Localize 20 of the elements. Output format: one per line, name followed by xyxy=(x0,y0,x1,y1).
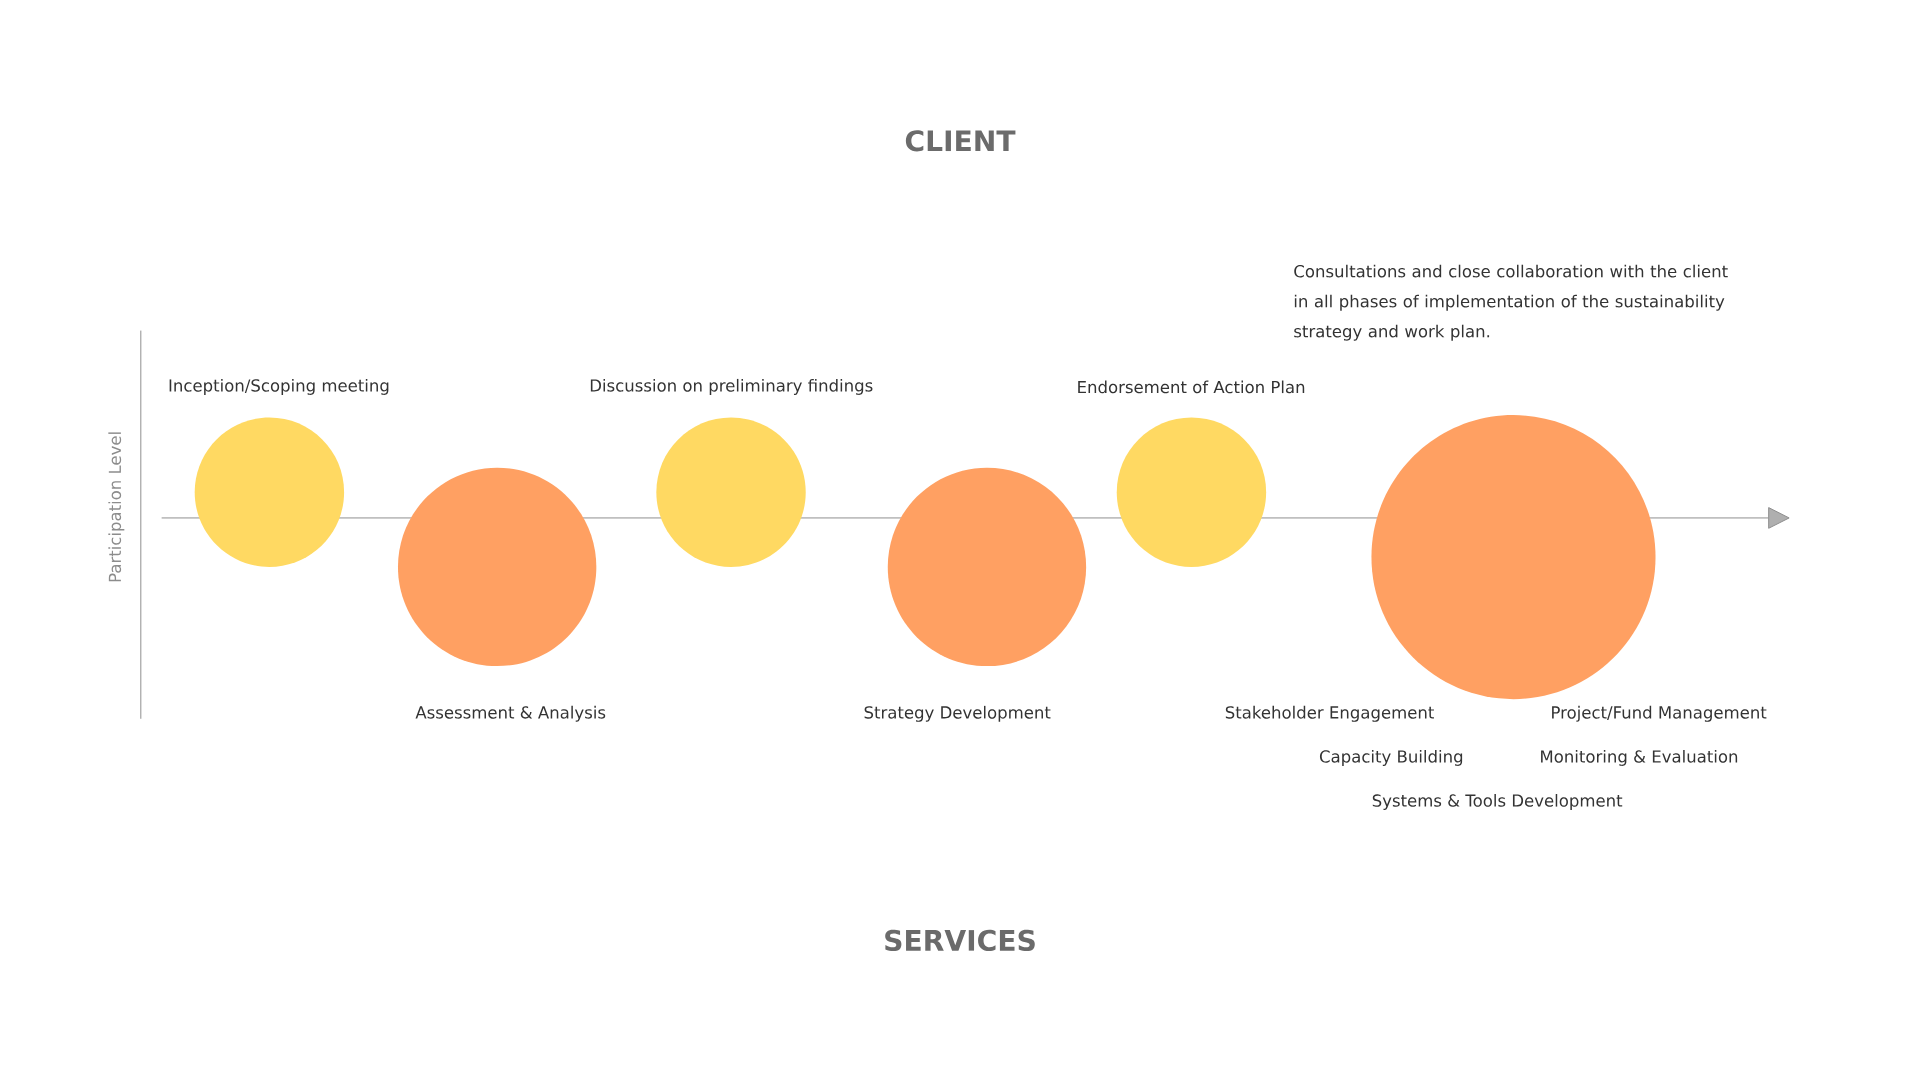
phase-circle xyxy=(1116,417,1267,567)
step-label: Capacity Building xyxy=(1319,749,1463,766)
phase-circle xyxy=(194,417,345,567)
step-label: Inception/Scoping meeting xyxy=(169,378,389,395)
phase-circle xyxy=(1371,415,1656,700)
step-label: Monitoring & Evaluation xyxy=(1541,749,1738,766)
step-label: Stakeholder Engagement xyxy=(1225,705,1434,722)
axis-label: Participation Level xyxy=(108,432,125,582)
step-label: Discussion on preliminary findings xyxy=(590,378,873,395)
step-label: Assessment & Analysis xyxy=(415,705,606,722)
heading: SERVICES xyxy=(885,929,1035,952)
note-text: Consultations and close collaboration with the client in all phases of implementation of the sustainability strategy and work plan. xyxy=(1294,264,1728,341)
step-label: Strategy Development xyxy=(864,705,1051,722)
step-label: Project/Fund Management xyxy=(1552,705,1767,722)
step-label: Endorsement of Action Plan xyxy=(1078,380,1305,394)
phase-circle xyxy=(397,467,597,667)
step-label: Systems & Tools Development xyxy=(1372,794,1623,810)
heading: CLIENT xyxy=(905,130,1016,152)
phase-circle xyxy=(887,467,1087,667)
phase-circle xyxy=(656,417,806,567)
